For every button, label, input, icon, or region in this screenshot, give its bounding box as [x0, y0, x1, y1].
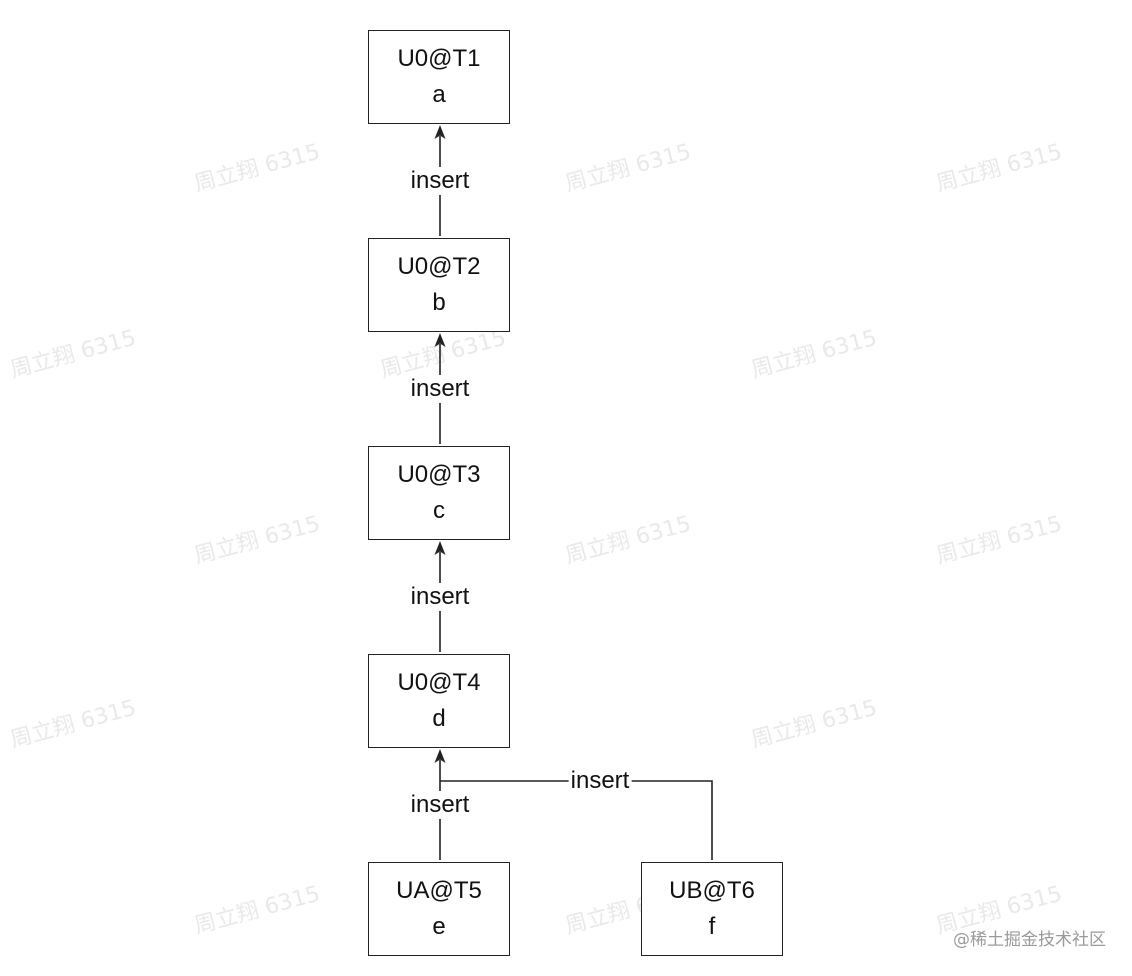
- node-value: f: [708, 913, 716, 940]
- node-version: U0@T2: [397, 253, 481, 280]
- edge-label: insert: [408, 791, 472, 819]
- node-t4[interactable]: U0@T4 d: [368, 654, 510, 748]
- arrowhead: [434, 125, 446, 139]
- node-value: c: [433, 497, 445, 524]
- edge-label: insert: [408, 167, 472, 195]
- node-version: U0@T3: [397, 461, 481, 488]
- arrowhead: [434, 541, 446, 555]
- node-value: e: [432, 913, 446, 940]
- node-t2[interactable]: U0@T2 b: [368, 238, 510, 332]
- node-value: a: [432, 81, 446, 108]
- node-t3[interactable]: U0@T3 c: [368, 446, 510, 540]
- node-version: U0@T4: [397, 669, 481, 696]
- node-t1[interactable]: U0@T1 a: [368, 30, 510, 124]
- node-value: d: [432, 705, 446, 732]
- node-t6[interactable]: UB@T6 f: [641, 862, 783, 956]
- node-version: UA@T5: [396, 877, 482, 904]
- credit-watermark: @稀土掘金技术社区: [953, 930, 1106, 950]
- arrowhead: [434, 749, 446, 763]
- node-value: b: [432, 289, 446, 316]
- edge-t6-t4: [440, 780, 713, 860]
- edge-label: insert: [408, 583, 472, 611]
- node-t5[interactable]: UA@T5 e: [368, 862, 510, 956]
- arrowhead: [434, 333, 446, 347]
- node-version: U0@T1: [397, 45, 481, 72]
- node-version: UB@T6: [669, 877, 755, 904]
- edge-label: insert: [408, 375, 472, 403]
- edge-label: insert: [568, 767, 632, 795]
